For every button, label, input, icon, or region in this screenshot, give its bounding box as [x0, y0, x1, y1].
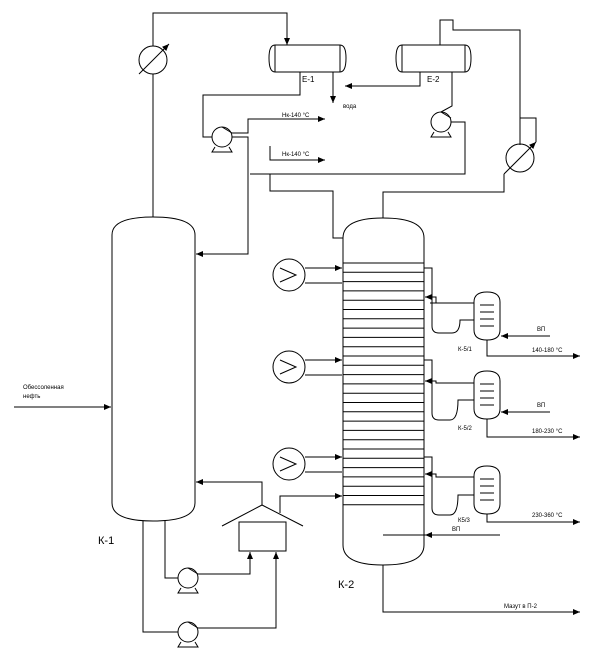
label-water: вода [343, 104, 357, 110]
label-nk140-top: Нк-140 °С [282, 113, 310, 119]
label-k53: К5/3 [458, 518, 470, 524]
label-frac3: 230-360 °С [532, 513, 563, 519]
air-cooler-k1 [138, 43, 170, 75]
label-vp3: ВП [452, 527, 460, 533]
column-k1 [111, 216, 196, 522]
label-k52: К-5/2 [458, 426, 472, 432]
pumparound-cooler-3 [272, 447, 306, 481]
air-cooler-k2 [503, 141, 537, 175]
label-vp1: ВП [537, 327, 545, 333]
pumparound-cooler-2 [272, 350, 306, 384]
pump-bottom-k1-b [177, 621, 199, 648]
label-k1: К-1 [98, 535, 114, 547]
label-feed-line2: нефть [23, 394, 40, 400]
stripper-k5-3 [473, 465, 501, 515]
label-k2: К-2 [338, 579, 354, 591]
label-e2: Е-2 [427, 75, 440, 84]
label-frac1: 140-180 °С [532, 348, 563, 354]
stripper-k5-1 [473, 291, 501, 341]
column-k2-trays [343, 262, 424, 506]
drum-e1 [268, 44, 347, 73]
label-nk140-bottom: Нк-140 °С [282, 152, 310, 158]
label-e1: Е-1 [302, 75, 315, 84]
labels: Е-1 Е-2 вода Нк-140 °С Нк-140 °С Обессол… [23, 75, 563, 610]
flow-lines [14, 12, 580, 633]
label-mazut: Мазут в П-2 [504, 604, 538, 610]
pump-reflux-k1 [211, 126, 233, 153]
label-frac2: 180-230 °С [532, 429, 563, 435]
stripper-k5-2 [473, 370, 501, 420]
pump-bottom-k1-a [177, 567, 199, 594]
drum-e2 [395, 44, 472, 73]
label-feed-line1: Обессоленная [23, 385, 64, 391]
furnace [221, 504, 304, 552]
label-k51: К-5/1 [458, 347, 472, 353]
column-k2 [342, 217, 425, 566]
pump-reflux-k2 [430, 111, 452, 138]
pumparound-cooler-1 [272, 258, 306, 292]
label-vp2: ВП [537, 403, 545, 409]
